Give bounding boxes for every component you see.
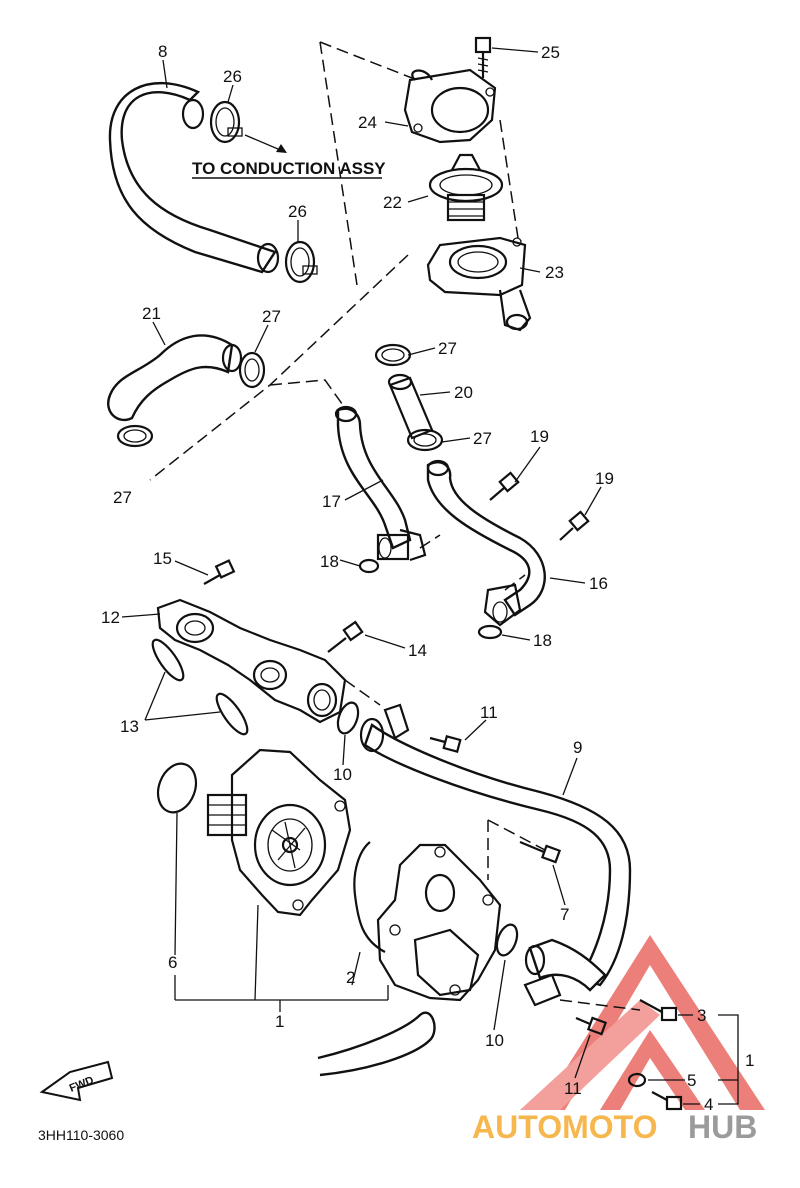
leader-lines [121, 47, 739, 1105]
assembly-line-top [319, 41, 413, 79]
clamp-27-d [406, 428, 444, 452]
callout-26-a: 26 [223, 67, 242, 86]
assembly-line-3 [559, 999, 641, 1011]
callout-14: 14 [408, 641, 427, 660]
callout-12: 12 [101, 608, 120, 627]
callout-21: 21 [142, 304, 161, 323]
pipe-9 [359, 703, 632, 987]
figure-code: 3HH110-3060 [38, 1127, 124, 1143]
assembly-line-right [499, 119, 519, 239]
callout-27-c: 27 [438, 339, 457, 358]
water-pump-impeller [206, 748, 352, 917]
callout-11-upper: 11 [480, 703, 498, 722]
pipe-20 [387, 373, 434, 440]
thermostat-housing-23 [426, 236, 532, 332]
bolt-11-upper [429, 735, 462, 753]
clamp-27-b [116, 424, 154, 448]
callouts: 8 26 26 25 24 22 23 21 27 27 27 20 27 19… [101, 42, 754, 1114]
oring-10-upper [336, 701, 360, 735]
bolt-19-a [489, 471, 520, 501]
callout-19-b: 19 [595, 469, 614, 488]
callout-6: 6 [168, 953, 177, 972]
oring-6 [156, 762, 198, 814]
clamp-26-lower [284, 240, 318, 284]
conduction-note: TO CONDUCTION ASSY [192, 159, 386, 178]
callout-11-lower: 11 [564, 1079, 582, 1098]
bolt-15 [203, 559, 236, 585]
clamp-27-a [238, 351, 266, 389]
callout-9: 9 [573, 738, 582, 757]
callout-18-b: 18 [533, 631, 552, 650]
callout-27-b: 27 [113, 488, 132, 507]
callout-13: 13 [120, 717, 139, 736]
assembly-line-7b [487, 819, 546, 851]
callout-4: 4 [704, 1095, 713, 1114]
callout-10-lower: 10 [485, 1031, 504, 1050]
bolt-3 [639, 999, 678, 1022]
watermark-logo [520, 935, 765, 1110]
bolt-19-b [559, 510, 590, 541]
callout-5: 5 [687, 1071, 696, 1090]
callout-2: 2 [346, 968, 355, 987]
oring-18-a [358, 558, 380, 574]
pump-housing [376, 843, 502, 1002]
callout-7: 7 [560, 905, 569, 924]
callout-16: 16 [589, 574, 608, 593]
oring-13-a [151, 638, 185, 682]
fwd-arrow-icon [39, 1060, 114, 1102]
callout-8: 8 [158, 42, 167, 61]
bolt-14 [327, 620, 364, 653]
oring-10-lower [495, 923, 519, 957]
assembly-line-left [319, 41, 358, 286]
callout-22: 22 [383, 193, 402, 212]
callout-1-left: 1 [275, 1012, 284, 1031]
callout-18-a: 18 [320, 552, 339, 571]
thermostat-22 [428, 153, 504, 222]
oring-13-b [215, 692, 249, 736]
assembly-line-hose-17 [269, 379, 346, 409]
callout-19-a: 19 [530, 427, 549, 446]
assembly-line-16 [504, 574, 526, 591]
callout-1-right: 1 [745, 1051, 754, 1070]
bolt-25 [474, 36, 492, 78]
callout-24: 24 [358, 113, 377, 132]
gasket-2 [353, 841, 386, 953]
hose-21 [107, 334, 243, 421]
bolt-7 [519, 840, 562, 864]
assembly-line-17 [419, 534, 441, 549]
callout-27-a: 27 [262, 307, 281, 326]
thermostat-cover-24 [403, 68, 497, 144]
washer-5 [627, 1072, 647, 1088]
callout-3: 3 [697, 1006, 706, 1025]
clamp-27-c [374, 343, 412, 367]
callout-10-upper: 10 [333, 765, 352, 784]
pipe-17 [334, 405, 427, 562]
bolt-4 [651, 1091, 683, 1111]
callout-23: 23 [545, 263, 564, 282]
bolt-11-lower [575, 1016, 608, 1036]
watermark-text-b: HUB [688, 1109, 757, 1145]
pipe-assembly-12 [156, 598, 347, 724]
oring-18-b [477, 624, 503, 640]
callout-15: 15 [153, 549, 172, 568]
callout-25: 25 [541, 43, 560, 62]
callout-26-b: 26 [288, 202, 307, 221]
assembly-line-9 [344, 679, 381, 706]
clamp-26-upper [209, 100, 243, 144]
callout-27-d: 27 [473, 429, 492, 448]
pipe-16 [426, 459, 546, 627]
callout-17: 17 [322, 492, 341, 511]
callout-20: 20 [454, 383, 473, 402]
lower-hose-fragment [317, 1011, 436, 1077]
watermark-text-a: AUTOMOTO [472, 1109, 657, 1145]
hose-8 [108, 82, 280, 274]
outlet-pipe [523, 938, 607, 1007]
